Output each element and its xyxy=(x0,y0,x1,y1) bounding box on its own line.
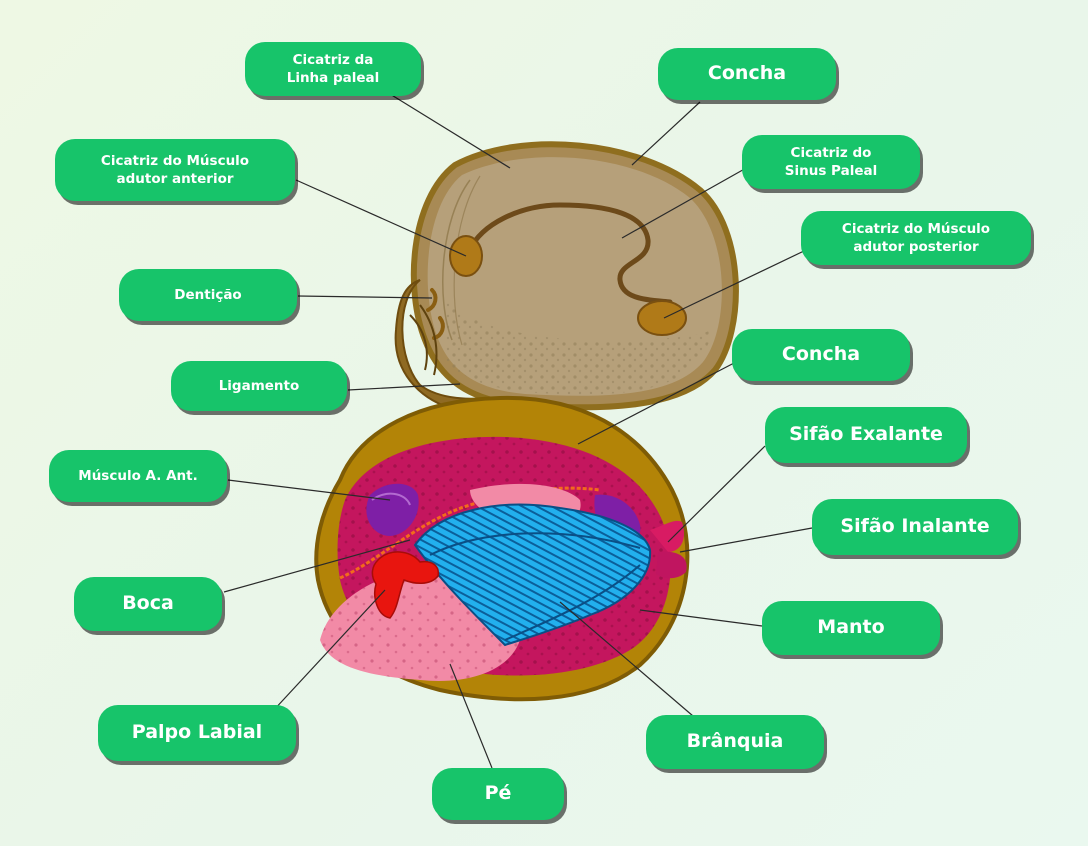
label-sifao-exalante: Sifão Exalante xyxy=(765,407,967,463)
label-cicatriz-musculo-posterior: Cicatriz do Músculo adutor posterior xyxy=(801,211,1031,265)
exhalant-siphon xyxy=(650,520,685,552)
label-cicatriz-linha-paleal: Cicatriz da Linha paleal xyxy=(245,42,421,96)
leader-lines xyxy=(223,93,813,769)
label-boca: Boca xyxy=(74,577,222,631)
label-pe: Pé xyxy=(432,768,564,820)
label-concha-top: Concha xyxy=(658,48,836,100)
label-cicatriz-musculo-anterior: Cicatriz do Músculo adutor anterior xyxy=(55,139,295,201)
upper-shell-valve xyxy=(410,141,739,411)
inhalant-siphon xyxy=(656,551,687,579)
label-manto: Manto xyxy=(762,601,940,655)
labial-palp xyxy=(371,551,440,619)
pallial-line-scar xyxy=(467,202,673,305)
label-sifao-inalante: Sifão Inalante xyxy=(812,499,1018,555)
label-branquia: Brânquia xyxy=(646,715,824,769)
dentition-teeth xyxy=(426,288,445,340)
label-cicatriz-sinus-paleal: Cicatriz do Sinus Paleal xyxy=(742,135,920,189)
label-musculo-a-ant: Músculo A. Ant. xyxy=(49,450,227,502)
label-ligamento: Ligamento xyxy=(171,361,347,411)
label-palpo-labial: Palpo Labial xyxy=(98,705,296,761)
label-denticao: Dentição xyxy=(119,269,297,321)
anterior-adductor-muscle xyxy=(366,483,419,536)
label-concha-bottom: Concha xyxy=(732,329,910,381)
posterior-adductor-scar xyxy=(637,300,687,336)
